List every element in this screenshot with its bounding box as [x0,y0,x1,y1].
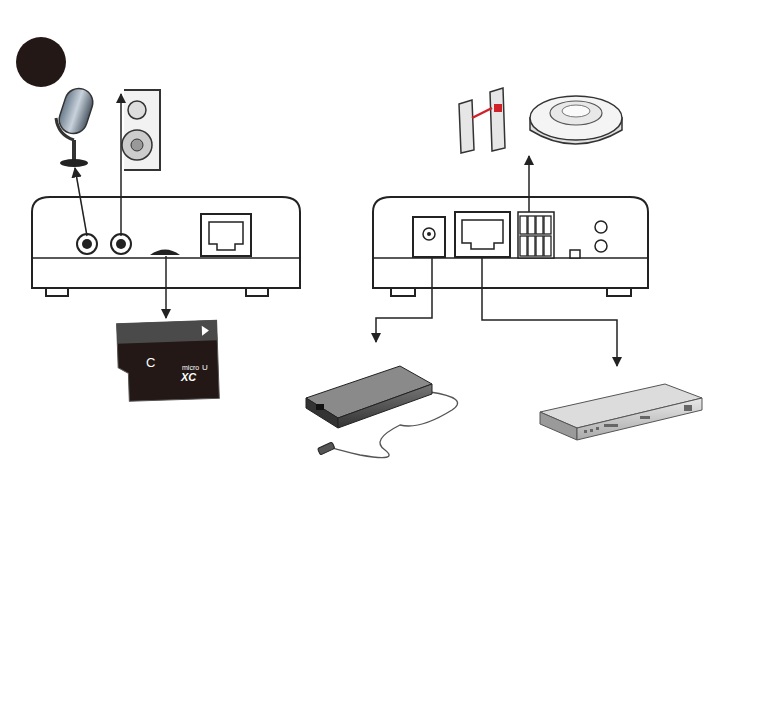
arrow [528,156,530,212]
card-marking: C [146,356,155,369]
card-marking: U [202,364,208,372]
arrow [120,94,122,236]
speaker [122,90,160,170]
server [540,384,702,440]
device-rear [373,197,648,296]
power-adapter [306,366,458,458]
arrow [482,257,617,366]
arrow [376,257,432,342]
microsd-card [117,320,220,401]
door-sensor [459,88,505,153]
arrow [165,256,167,318]
smoke-detector [530,96,622,144]
microphone [56,85,97,167]
arrow [75,168,87,236]
card-marking: XC [181,372,196,383]
callout-dot [16,37,66,87]
card-marking: micro [182,364,199,371]
